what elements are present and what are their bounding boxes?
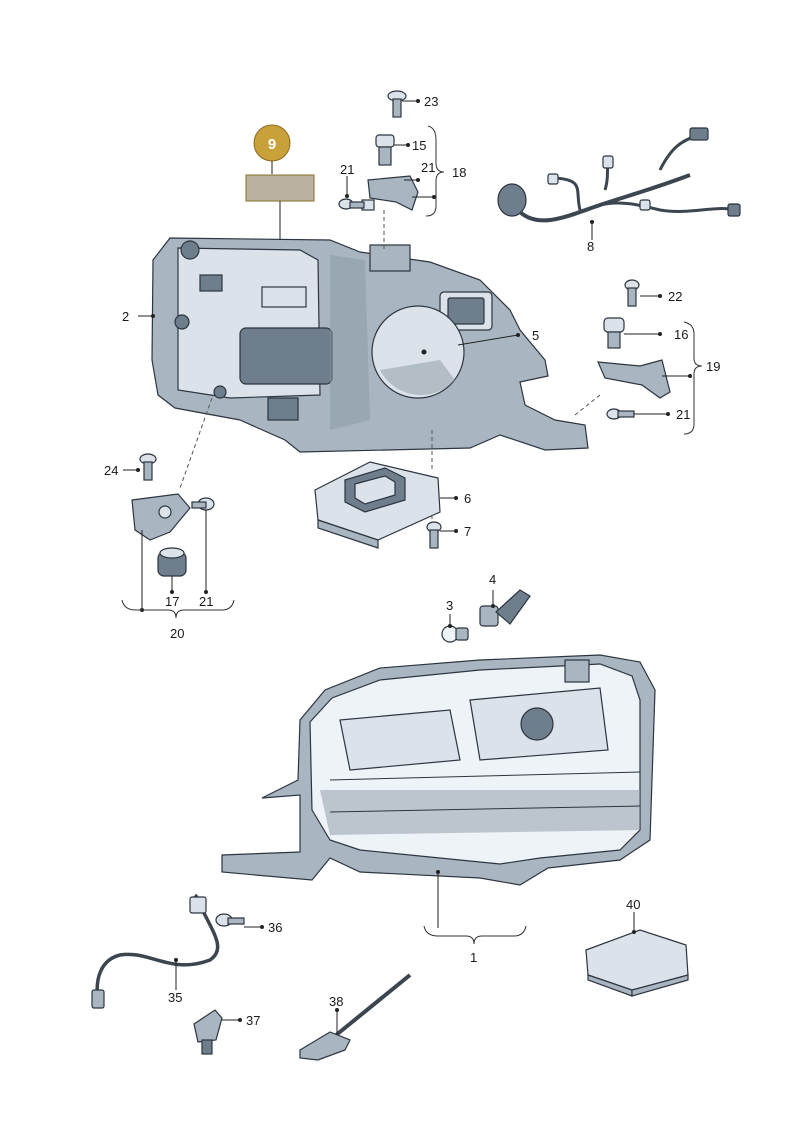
dust-cap[interactable]	[371, 305, 465, 399]
callout-22: 22	[668, 289, 682, 304]
callout-17: 17	[165, 594, 179, 609]
screw-21-right[interactable]	[606, 408, 635, 420]
callout-21-left: 21	[199, 594, 213, 609]
cable-tie-38[interactable]	[299, 973, 412, 1061]
callout-19: 19	[706, 359, 720, 374]
bulb-3[interactable]	[441, 625, 469, 643]
adjuster-pin-15[interactable]	[375, 134, 395, 166]
callout-labels: 23 15 21 21 18 8 2 5 22 16 19 21 24 6 7 …	[104, 94, 720, 1028]
callout-15: 15	[412, 138, 426, 153]
headlight-housing-rear[interactable]	[151, 237, 589, 453]
callout-6: 6	[464, 491, 471, 506]
label-plate	[245, 174, 315, 202]
headlight-front[interactable]	[221, 654, 656, 886]
callout-7: 7	[464, 524, 471, 539]
callout-23: 23	[424, 94, 438, 109]
wiring-harness[interactable]	[497, 127, 741, 223]
screw-23[interactable]	[387, 90, 407, 118]
callout-40: 40	[626, 897, 640, 912]
screw-22[interactable]	[624, 279, 640, 307]
rear-cover-panel	[239, 327, 333, 385]
screw-21-left[interactable]	[191, 497, 215, 511]
wiring-35[interactable]	[91, 893, 220, 1009]
callout-9: 9	[268, 136, 276, 153]
bracket-18[interactable]	[361, 175, 419, 211]
bulb-holder-4[interactable]	[479, 589, 531, 627]
callout-24: 24	[104, 463, 118, 478]
bracket-20[interactable]	[131, 493, 191, 541]
callout-36: 36	[268, 920, 282, 935]
adjuster-16[interactable]	[603, 317, 625, 349]
callout-4: 4	[489, 572, 496, 587]
callout-20: 20	[170, 626, 184, 641]
item-9-label[interactable]: 9	[245, 124, 315, 300]
screw-24[interactable]	[139, 453, 157, 481]
control-unit[interactable]	[314, 461, 441, 549]
callout-2: 2	[122, 309, 129, 324]
screw-21-upper[interactable]	[338, 198, 365, 210]
leader-lines	[123, 99, 692, 1034]
callout-35: 35	[168, 990, 182, 1005]
callout-21-upper-right: 21	[421, 160, 435, 175]
callout-21-right: 21	[676, 407, 690, 422]
screw-36[interactable]	[215, 913, 245, 927]
callout-5: 5	[532, 328, 539, 343]
callout-16: 16	[674, 327, 688, 342]
callout-38: 38	[329, 994, 343, 1009]
callout-8: 8	[587, 239, 594, 254]
callout-21-upper-left: 21	[340, 162, 354, 177]
callout-3: 3	[446, 598, 453, 613]
callout-37: 37	[246, 1013, 260, 1028]
bracket-19[interactable]	[597, 359, 671, 399]
callout-1: 1	[470, 950, 477, 965]
clip-37[interactable]	[193, 1009, 223, 1055]
part-40[interactable]	[585, 929, 689, 997]
adjuster-17[interactable]	[157, 547, 187, 577]
screw-7[interactable]	[426, 521, 442, 549]
callout-18: 18	[452, 165, 466, 180]
